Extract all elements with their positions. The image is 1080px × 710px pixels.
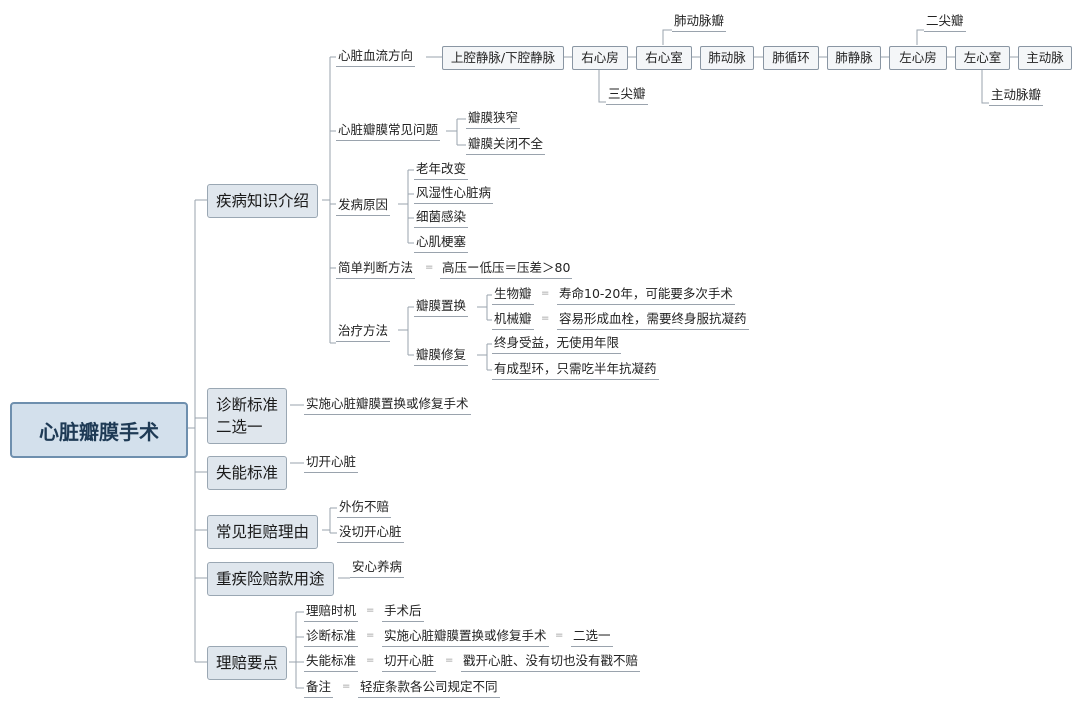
- flow-node-left-ventricle[interactable]: 左心室: [955, 46, 1010, 70]
- reject-trauma[interactable]: 外伤不赔: [337, 498, 392, 518]
- judge-value[interactable]: 高压ー低压＝压差＞80: [440, 259, 573, 279]
- issue-regurgitation[interactable]: 瓣膜关闭不全: [466, 135, 546, 155]
- causes-label[interactable]: 发病原因: [336, 196, 391, 216]
- root-topic[interactable]: 心脏瓣膜手术: [10, 402, 188, 458]
- treat-replace[interactable]: 瓣膜置换: [414, 297, 469, 317]
- claim-diag-extra[interactable]: 二选一: [571, 627, 613, 647]
- cause-infection[interactable]: 细菌感染: [414, 208, 469, 228]
- treat-mech-valve[interactable]: 机械瓣: [492, 310, 534, 330]
- valve-tricuspid[interactable]: 三尖瓣: [606, 85, 648, 105]
- claim-diag-arrow: =: [366, 630, 375, 641]
- flow-node-left-atrium[interactable]: 左心房: [889, 46, 947, 70]
- treat-mech-note[interactable]: 容易形成血栓，需要终身服抗凝药: [557, 310, 749, 330]
- topic-payout-usage[interactable]: 重疾险赔款用途: [207, 562, 334, 596]
- topic-disease-knowledge[interactable]: 疾病知识介绍: [207, 184, 319, 218]
- mech-arrow: =: [541, 313, 550, 324]
- claim-diag-arrow-2: =: [555, 630, 564, 641]
- claim-note-arrow: =: [342, 681, 351, 692]
- flow-node-pulmonary-vein[interactable]: 肺静脉: [827, 46, 881, 70]
- claim-timing-label[interactable]: 理赔时机: [304, 602, 359, 622]
- treat-repair-a[interactable]: 终身受益，无使用年限: [492, 334, 622, 354]
- judge-arrow: =: [425, 262, 434, 273]
- flow-node-pulmonary-circulation[interactable]: 肺循环: [763, 46, 819, 70]
- cause-aging[interactable]: 老年改变: [414, 160, 469, 180]
- claim-loss-arrow: =: [366, 655, 375, 666]
- valve-pulmonary[interactable]: 肺动脉瓣: [672, 12, 727, 32]
- treat-bio-note[interactable]: 寿命10-20年，可能要多次手术: [557, 285, 735, 305]
- claim-note-label[interactable]: 备注: [304, 678, 334, 698]
- flow-node-pulmonary-artery[interactable]: 肺动脉: [700, 46, 754, 70]
- flow-node-right-ventricle[interactable]: 右心室: [636, 46, 692, 70]
- claim-loss-extra[interactable]: 戳开心脏、没有切也没有戳不赔: [461, 652, 641, 672]
- diagnosis-title-line1: 诊断标准: [216, 396, 279, 414]
- topic-diagnosis-standard[interactable]: 诊断标准 二选一: [207, 388, 288, 444]
- claim-loss-value[interactable]: 切开心脏: [382, 652, 437, 672]
- treat-label[interactable]: 治疗方法: [336, 322, 391, 342]
- treat-repair[interactable]: 瓣膜修复: [414, 346, 469, 366]
- judge-label[interactable]: 简单判断方法: [336, 259, 416, 279]
- treat-bio-valve[interactable]: 生物瓣: [492, 285, 534, 305]
- claim-diag-value[interactable]: 实施心脏瓣膜置换或修复手术: [382, 627, 549, 647]
- cause-rheumatic[interactable]: 风湿性心脏病: [414, 184, 494, 204]
- claim-diag-label[interactable]: 诊断标准: [304, 627, 359, 647]
- flow-node-aorta[interactable]: 主动脉: [1018, 46, 1072, 70]
- claim-note-value[interactable]: 轻症条款各公司规定不同: [358, 678, 500, 698]
- claim-timing-arrow: =: [366, 605, 375, 616]
- topic-claim-points[interactable]: 理赔要点: [207, 646, 288, 680]
- bio-arrow: =: [541, 288, 550, 299]
- reject-no-cut[interactable]: 没切开心脏: [337, 523, 404, 543]
- treat-repair-b[interactable]: 有成型环，只需吃半年抗凝药: [492, 360, 659, 380]
- issues-label[interactable]: 心脏瓣膜常见问题: [336, 121, 441, 141]
- diag-value[interactable]: 实施心脏瓣膜置换或修复手术: [304, 395, 471, 415]
- valve-mitral[interactable]: 二尖瓣: [924, 12, 966, 32]
- flow-node-right-atrium[interactable]: 右心房: [572, 46, 628, 70]
- claim-loss-label[interactable]: 失能标准: [304, 652, 359, 672]
- flow-node-vena-cava[interactable]: 上腔静脉/下腔静脉: [442, 46, 564, 70]
- claim-timing-value[interactable]: 手术后: [382, 602, 424, 622]
- claim-loss-arrow-2: =: [445, 655, 454, 666]
- use-value[interactable]: 安心养病: [350, 558, 405, 578]
- topic-disability-standard[interactable]: 失能标准: [207, 456, 288, 490]
- topic-common-rejection[interactable]: 常见拒赔理由: [207, 515, 319, 549]
- diagnosis-title-line2: 二选一: [216, 418, 263, 436]
- flow-label[interactable]: 心脏血流方向: [336, 47, 416, 67]
- cause-infarction[interactable]: 心肌梗塞: [414, 233, 469, 253]
- issue-stenosis[interactable]: 瓣膜狭窄: [466, 109, 521, 129]
- valve-aortic[interactable]: 主动脉瓣: [989, 86, 1044, 106]
- loss-value[interactable]: 切开心脏: [304, 453, 359, 473]
